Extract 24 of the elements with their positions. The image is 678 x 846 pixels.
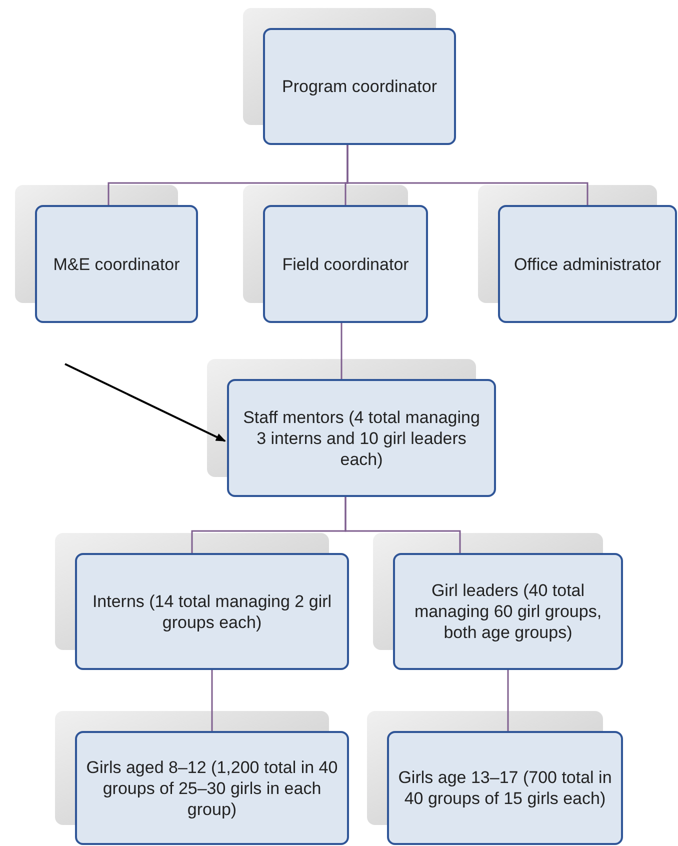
connector-line	[344, 497, 461, 553]
org-box	[263, 205, 428, 323]
box-text: Girls age 13–17 (700 total in 40 groups of 15 girls each)	[397, 767, 613, 809]
connector-line	[507, 670, 509, 731]
org-box	[75, 731, 349, 845]
org-box	[387, 731, 623, 845]
org-box	[75, 553, 349, 670]
connector-line	[340, 323, 342, 379]
connector-line	[346, 145, 588, 205]
org-box	[393, 553, 623, 670]
org-box	[263, 28, 456, 145]
box-text: Staff mentors (4 total managing 3 interns and 10 girl leaders each)	[242, 406, 481, 470]
box-text: Girls aged 8–12 (1,200 total in 40 groups of 25–30 girls in each group)	[85, 756, 339, 820]
box-text: Field coordinator	[282, 254, 409, 274]
org-box	[227, 379, 496, 497]
box-text: Girl leaders (40 total managing 60 girl groups, both age groups)	[413, 580, 603, 643]
org-box	[35, 205, 198, 323]
arrow	[64, 363, 226, 442]
box-text: Interns (14 total managing 2 girl groups each)	[91, 590, 333, 632]
box-text: M&E coordinator	[53, 254, 180, 274]
box-text: Office administrator	[514, 254, 662, 274]
box-text: Program coordinator	[282, 76, 437, 97]
connector-line	[211, 670, 213, 731]
org-box	[498, 205, 677, 323]
